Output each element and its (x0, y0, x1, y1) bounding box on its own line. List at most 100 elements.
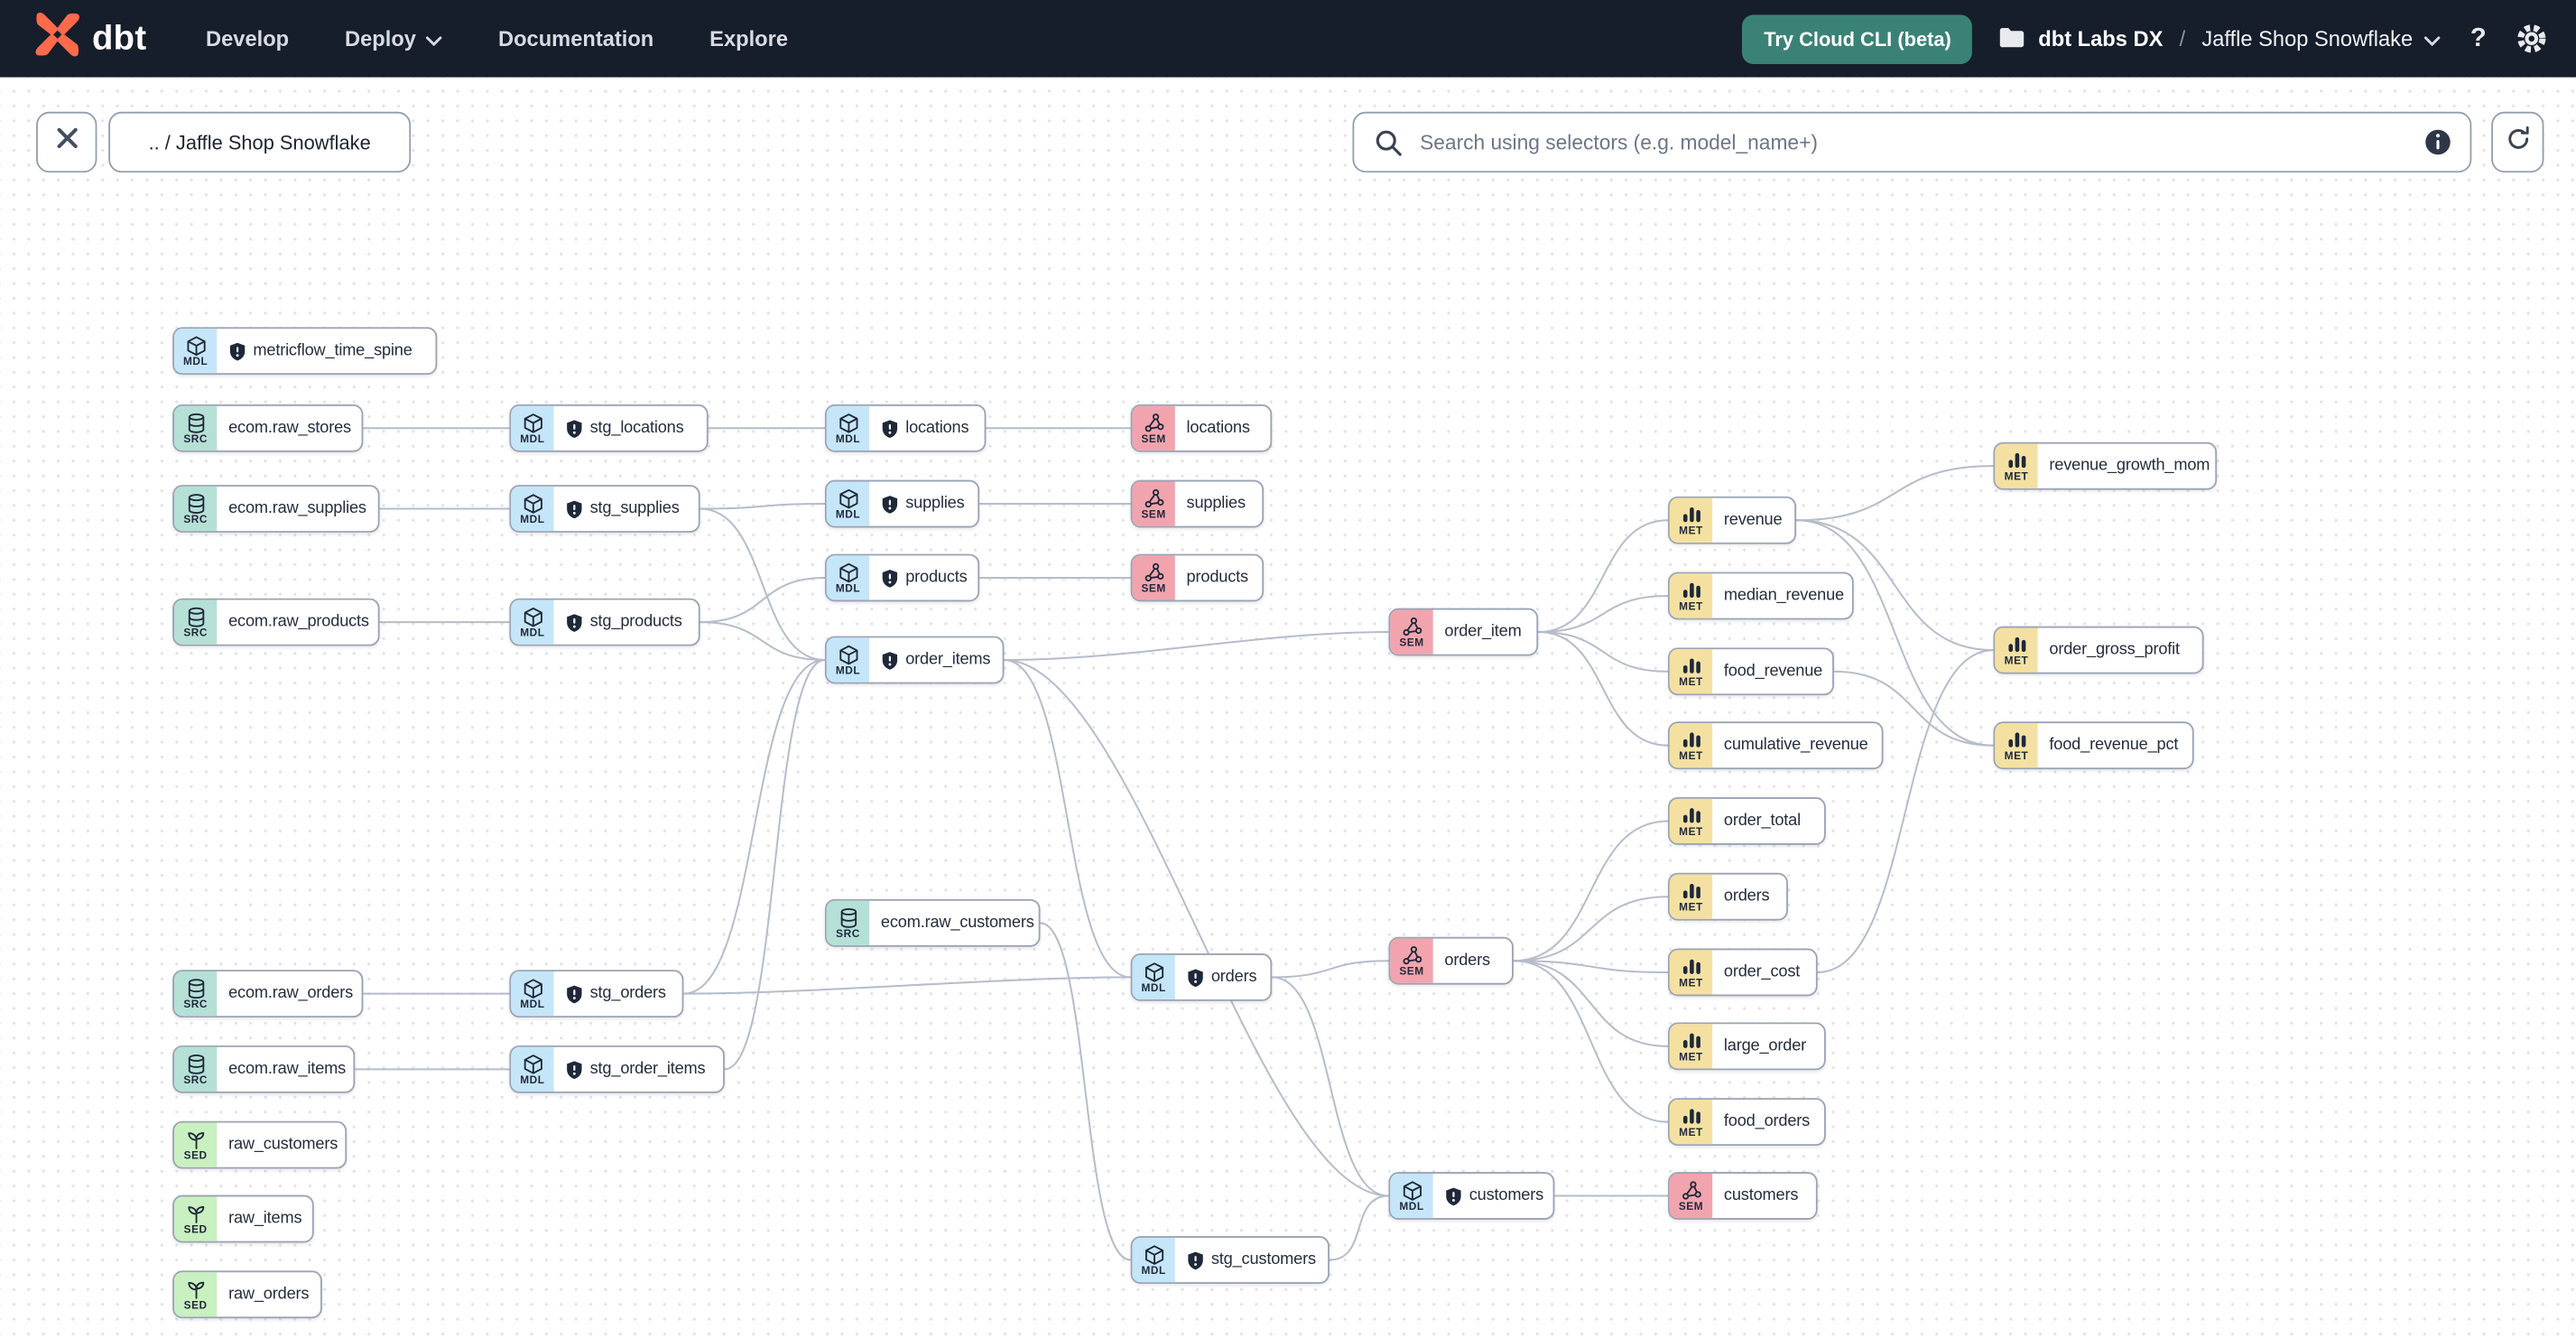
lineage-canvas[interactable] (0, 77, 2576, 1338)
database-icon: SRC (173, 1046, 218, 1092)
node-label: locations (905, 419, 969, 438)
try-cloud-cli-button[interactable]: Try Cloud CLI (beta) (1742, 14, 1973, 64)
shield-icon (565, 612, 583, 632)
dbt-logo[interactable]: dbt (32, 10, 146, 68)
info-icon[interactable] (2424, 128, 2452, 164)
shield-icon (1187, 1250, 1205, 1270)
breadcrumb-separator: / (2179, 26, 2186, 51)
node-label: revenue (1723, 511, 1783, 530)
node-label: ecom.raw_stores (228, 419, 351, 438)
node-type-label: SEM (1399, 966, 1424, 978)
node-label: order_items (905, 650, 991, 670)
node-met_food_orders[interactable]: MET food_orders (1668, 1098, 1826, 1147)
node-label: orders (1723, 887, 1770, 906)
node-type-label: MET (1679, 750, 1703, 763)
refresh-button[interactable] (2491, 111, 2544, 173)
node-mdl_metricflow_time_spine[interactable]: MDL metricflow_time_spine (172, 327, 438, 376)
search-input[interactable] (1352, 111, 2472, 173)
nav-item-develop[interactable]: Develop (206, 26, 290, 51)
node-type-label: SEM (1678, 1201, 1704, 1213)
node-type-label: SRC (183, 627, 208, 639)
semantic-icon: SEM (1132, 405, 1175, 451)
node-label: stg_customers (1210, 1250, 1316, 1269)
shield-icon (881, 494, 899, 514)
close-button[interactable] (36, 111, 97, 173)
node-type-label: MDL (520, 514, 545, 526)
node-label: cumulative_revenue (1723, 736, 1868, 755)
node-label: metricflow_time_spine (253, 341, 412, 360)
node-type-label: SRC (183, 999, 208, 1011)
project-selector[interactable]: Jaffle Shop Snowflake (2201, 26, 2441, 51)
nav-item-explore[interactable]: Explore (709, 26, 788, 51)
node-label: customers (1469, 1186, 1544, 1205)
settings-gear-icon[interactable] (2516, 23, 2547, 54)
lineage-breadcrumb[interactable]: .. / Jaffle Shop Snowflake (108, 111, 412, 173)
node-mdl_locations[interactable]: MDL locations (824, 404, 987, 452)
node-type-label: MDL (520, 627, 545, 639)
node-label: median_revenue (1723, 586, 1845, 606)
seedling-icon: SED (173, 1272, 218, 1317)
seedling-icon: SED (173, 1122, 218, 1167)
folder-icon (1999, 25, 2025, 51)
node-type-label: MET (1679, 1127, 1703, 1139)
node-label: orders (1210, 968, 1257, 987)
node-type-label: SED (183, 1150, 208, 1162)
node-label: supplies (905, 495, 965, 514)
nav-item-deploy[interactable]: Deploy (345, 26, 442, 51)
node-label: food_orders (1723, 1112, 1811, 1131)
metric-icon: MET (1669, 723, 1713, 768)
shield-icon (1444, 1186, 1462, 1206)
node-type-label: SEM (1399, 636, 1424, 649)
nav-menu: Develop Deploy Documentation Explore (206, 26, 788, 51)
node-met_cumulative_revenue[interactable]: MET cumulative_revenue (1668, 721, 1884, 770)
node-type-label: MDL (183, 356, 208, 368)
chevron-down-icon (426, 26, 442, 51)
node-label: order_total (1723, 812, 1801, 831)
cube-icon: MDL (826, 405, 870, 451)
account-name[interactable]: dbt Labs DX (2038, 26, 2164, 51)
help-button[interactable]: ? (2469, 23, 2487, 52)
cube-icon: MDL (511, 486, 554, 532)
metric-icon: MET (1995, 723, 2038, 768)
node-type-label: SED (183, 1223, 208, 1236)
nav-item-documentation[interactable]: Documentation (497, 26, 654, 51)
node-type-label: MET (1679, 676, 1703, 689)
cube-icon: MDL (511, 599, 554, 645)
